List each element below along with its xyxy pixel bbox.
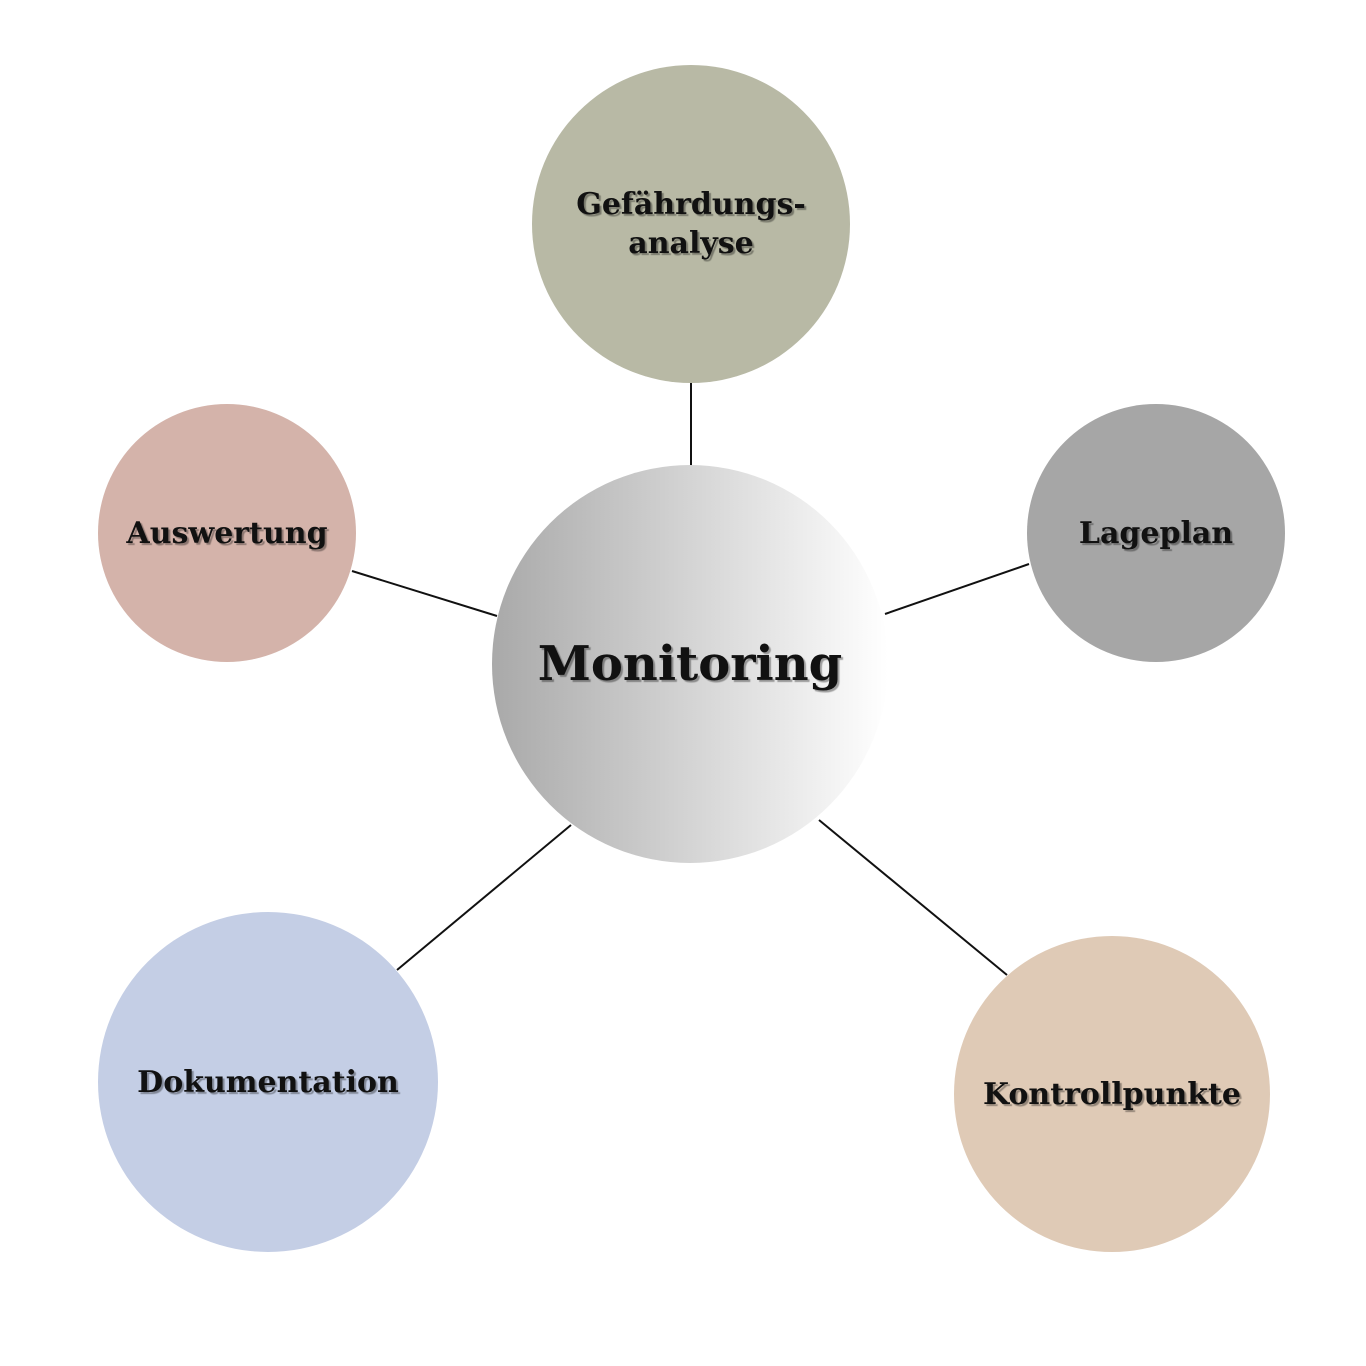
node-kontrollpunkte: Kontrollpunkte bbox=[954, 936, 1270, 1252]
center-node-label: Monitoring bbox=[537, 635, 843, 692]
center-node-monitoring: Monitoring bbox=[492, 465, 888, 863]
connector-lageplan bbox=[884, 563, 1030, 615]
node-auswertung: Auswertung bbox=[98, 404, 356, 662]
node-lageplan: Lageplan bbox=[1027, 404, 1285, 662]
node-lageplan-label: Lageplan bbox=[1078, 515, 1234, 551]
node-dokumentation: Dokumentation bbox=[98, 912, 438, 1252]
node-auswertung-label: Auswertung bbox=[126, 515, 328, 551]
connector-auswertung bbox=[351, 570, 498, 617]
node-kontrollpunkte-label: Kontrollpunkte bbox=[982, 1076, 1242, 1112]
node-dokumentation-label: Dokumentation bbox=[137, 1064, 399, 1100]
label-line-2: analyse bbox=[628, 226, 754, 261]
connector-doku bbox=[396, 824, 572, 971]
connector-kontroll bbox=[818, 819, 1008, 976]
node-gefaehrdungsanalyse-label: Gefährdungs- analyse bbox=[576, 185, 806, 263]
label-line-1: Gefährdungs- bbox=[576, 187, 806, 222]
node-gefaehrdungsanalyse: Gefährdungs- analyse bbox=[532, 65, 850, 383]
